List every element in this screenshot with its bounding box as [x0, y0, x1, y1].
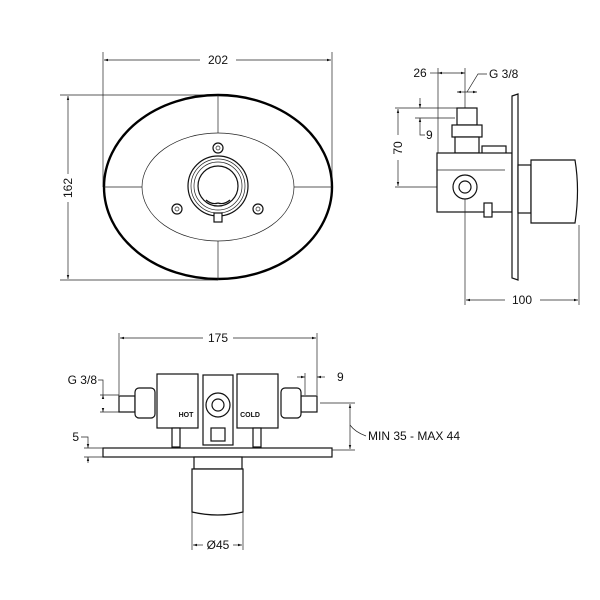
height-dimension: 70: [391, 141, 405, 155]
hot-label: HOT: [179, 412, 195, 419]
cold-label: COLD: [240, 412, 260, 419]
screw-icon: [171, 203, 183, 215]
thread-label: G 3/8: [489, 67, 519, 81]
pipe-offset-dimension: 26: [413, 66, 427, 80]
inlet-pipe: [456, 107, 478, 126]
hot-inlet-nut: [134, 387, 156, 419]
cold-inlet-nut: [280, 387, 302, 419]
cover-plate: [511, 93, 519, 281]
install-depth-dimension: MIN 35 - MAX 44: [368, 429, 460, 443]
screw-icon: [252, 203, 264, 215]
thread-length-dimension: 9: [337, 370, 344, 384]
handle: [191, 468, 244, 516]
control-knob: [187, 155, 249, 223]
screw-icon: [212, 142, 224, 154]
side-view: 26 G 3/8 70 9 100: [391, 66, 580, 307]
width-dimension: 175: [208, 331, 228, 345]
inner-plate-outline: [141, 132, 295, 242]
handle-diameter-dimension: Ø45: [207, 538, 230, 552]
height-dimension: 162: [61, 178, 75, 198]
width-dimension: 202: [208, 53, 228, 67]
handle: [530, 159, 579, 224]
plate-thickness-dimension: 5: [72, 430, 79, 444]
thread-length-dimension: 9: [426, 128, 433, 142]
depth-dimension: 100: [512, 293, 532, 307]
thread-label: G 3/8: [68, 373, 98, 387]
bottom-view: 175 G 3/8 9 HOT COLD MIN 35 - MAX 44 5: [68, 331, 461, 552]
cover-plate: [102, 447, 333, 458]
cold-valve-box: [236, 373, 279, 429]
hot-valve-box: [156, 373, 199, 429]
pipe-nut: [451, 124, 483, 138]
front-view: 202 162: [60, 52, 334, 281]
